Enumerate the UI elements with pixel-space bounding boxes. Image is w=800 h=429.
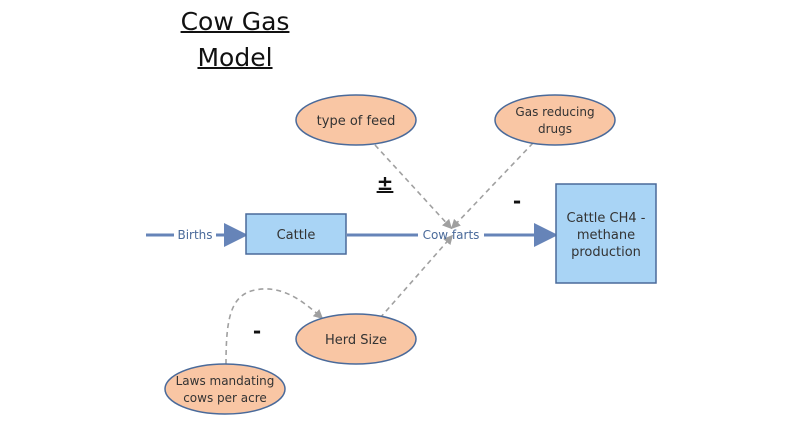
link-feed-to-farts [374, 144, 453, 230]
var-laws-mandating-label-2: cows per acre [183, 391, 267, 405]
title-line-1: Cow Gas [180, 7, 290, 36]
sign-feed: ± [377, 171, 394, 195]
sign-laws: - [253, 319, 261, 343]
var-gas-reducing-drugs-label-1: Gas reducing [515, 105, 594, 119]
var-herd-size-label: Herd Size [325, 333, 387, 348]
var-type-of-feed: type of feed [295, 94, 417, 146]
births-flow-label: Births [177, 228, 212, 242]
var-herd-size: Herd Size [295, 313, 417, 365]
link-laws-to-herd [225, 288, 324, 365]
stock-methane-label-2: methane [577, 228, 635, 243]
links [225, 142, 534, 365]
var-laws-mandating: Laws mandating cows per acre [164, 363, 286, 415]
var-laws-mandating-label-1: Laws mandating [176, 374, 275, 388]
link-drugs-to-farts [450, 142, 534, 230]
var-gas-reducing-drugs-label-2: drugs [538, 122, 572, 136]
stock-methane-label-3: production [571, 245, 641, 260]
flows: Births Cow farts [146, 223, 558, 247]
stock-cattle: Cattle [245, 213, 347, 255]
stock-cattle-label: Cattle [277, 228, 316, 243]
var-gas-reducing-drugs: Gas reducing drugs [494, 94, 616, 146]
link-herd-to-farts [379, 234, 454, 319]
title-line-2: Model [197, 43, 273, 72]
cow-farts-flow-label: Cow farts [423, 228, 480, 242]
diagram-title: Cow Gas Model [150, 4, 320, 76]
sign-drugs: - [513, 189, 521, 213]
stock-methane-label-1: Cattle CH4 - [567, 211, 646, 226]
stock-methane: Cattle CH4 - methane production [555, 183, 657, 284]
var-type-of-feed-label: type of feed [317, 114, 396, 129]
